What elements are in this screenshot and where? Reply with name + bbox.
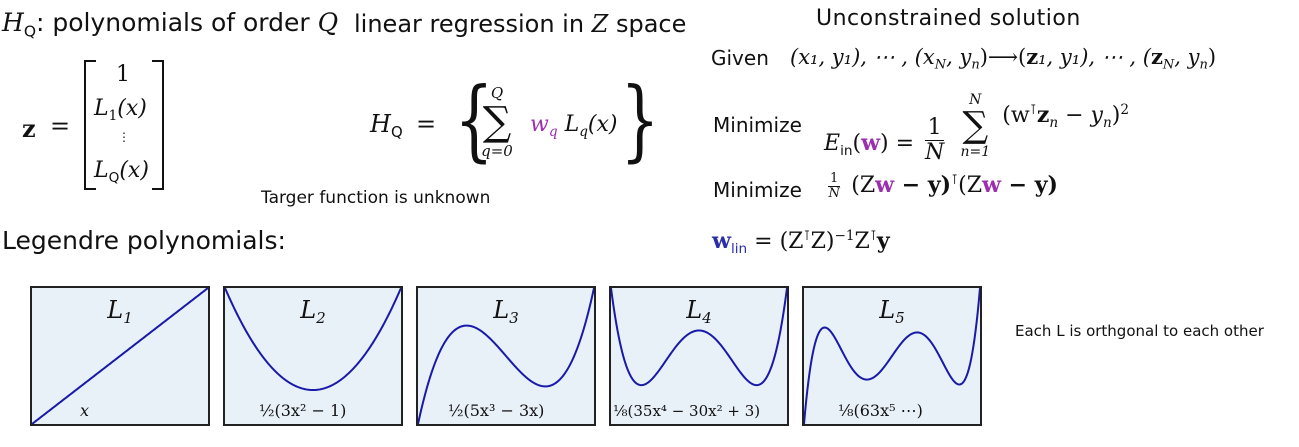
minimize-label-1: Minimize — [713, 113, 802, 137]
legendre-path-2 — [225, 288, 401, 392]
plot-title-2: L2 — [300, 296, 326, 328]
z-symbol: z — [22, 114, 36, 143]
z-right-bracket — [152, 60, 164, 190]
legendre-curve-1 — [32, 288, 208, 424]
plot-title-4: L4 — [686, 296, 712, 328]
plot-title-5: L5 — [879, 296, 905, 328]
legendre-plot-5: L5 ⅛(63x⁵ ⋯) — [802, 286, 982, 426]
legendre-plot-2: L2 ½(3x² − 1) — [223, 286, 403, 426]
H-subscript: Q — [23, 22, 37, 41]
hq-equals: = — [416, 110, 437, 138]
legendre-curve-3 — [418, 288, 594, 424]
H-symbol: H — [2, 8, 24, 37]
regression-line: linear regression in Z space — [354, 10, 686, 38]
legendre-path-5 — [804, 288, 980, 424]
legendre-path-1 — [32, 288, 208, 424]
hq-right-brace: } — [620, 68, 660, 171]
plot-formula-5: ⅛(63x⁵ ⋯) — [838, 401, 923, 420]
z-row-3: LQ(x) — [94, 158, 149, 186]
legendre-plot-3: L3 ½(5x³ − 3x) — [416, 286, 596, 426]
hq-description: : polynomials of order — [36, 8, 318, 37]
legendre-curve-2 — [225, 288, 401, 392]
legendre-plot-1: L1 x — [30, 286, 210, 426]
space-text: space — [608, 10, 687, 38]
given-label: Given — [711, 46, 769, 70]
plot-title-1: L1 — [107, 296, 133, 328]
z-row-2: L1(x) — [94, 96, 147, 124]
hq-definition-line: HQ: polynomials of order Q — [2, 8, 338, 40]
legendre-path-4 — [611, 288, 787, 387]
unconstrained-heading: Unconstrained solution — [816, 6, 1081, 31]
regression-text: linear regression in — [354, 10, 592, 38]
hq-summand: wq Lq(x) — [530, 112, 618, 140]
order-variable: Q — [317, 8, 339, 37]
hq-sum: Q ∑ q=0 — [481, 84, 513, 160]
legendre-curve-4 — [611, 288, 787, 387]
legendre-plot-4: L4 ⅛(35x⁴ − 30x² + 3) — [609, 286, 789, 426]
legendre-curve-5 — [804, 288, 980, 424]
z-left-bracket — [84, 60, 96, 190]
orthogonal-note: Each L is orthgonal to each other — [1015, 322, 1264, 340]
legendre-label: Legendre polynomials: — [2, 226, 286, 255]
wlin-formula: wlin = (Z⊺Z)−1Z⊺y — [712, 228, 890, 257]
z-equals: = — [50, 112, 71, 140]
z-dots: ⋮ — [118, 130, 130, 144]
plot-formula-2: ½(3x² − 1) — [259, 401, 347, 420]
hq-lhs: HQ — [370, 110, 403, 142]
legendre-path-3 — [418, 288, 594, 424]
given-expression: (x₁, y₁), ⋯ , (xN, yn)⟶(z₁, y₁), ⋯ , (zN… — [790, 44, 1217, 73]
plot-formula-3: ½(5x³ − 3x) — [448, 401, 545, 420]
minimize-label-2: Minimize — [713, 178, 802, 202]
z-row-1: 1 — [116, 62, 130, 87]
hq-left-brace: { — [454, 68, 494, 171]
Z-space-symbol: Z — [591, 10, 609, 38]
plot-formula-1: x — [80, 401, 90, 420]
target-note: Targer function is unknown — [261, 188, 491, 208]
plot-title-3: L3 — [493, 296, 519, 328]
plot-formula-4: ⅛(35x⁴ − 30x² + 3) — [613, 402, 761, 420]
